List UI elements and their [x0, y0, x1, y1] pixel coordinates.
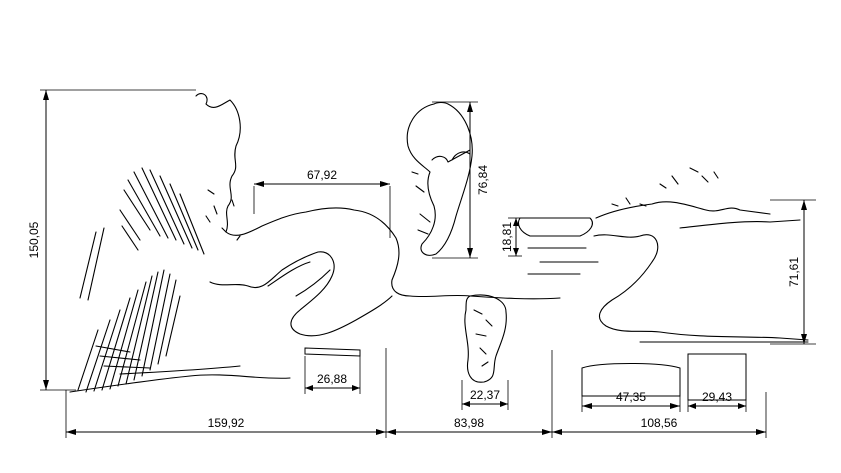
dimension-total-height: 150,05: [27, 90, 49, 390]
bottom-left-label: 159,92: [208, 416, 245, 430]
dimension-upper-width: 67,92: [254, 168, 390, 187]
bottom-middle-label: 83,98: [454, 416, 484, 430]
ground-outline: [69, 365, 291, 393]
dimension-bottom-right: 108,56: [552, 416, 766, 435]
block-c-label: 47,35: [616, 390, 646, 404]
dimension-right-height: 71,61: [787, 200, 807, 344]
block-a-label: 26,88: [317, 372, 347, 386]
extension-lines: [40, 89, 816, 438]
lap-outline: [209, 251, 393, 337]
pedestal-details: [473, 309, 493, 367]
dimension-block-c: 47,35: [582, 390, 680, 409]
pedestal-outline: [464, 294, 507, 383]
scribble: [205, 189, 241, 241]
right-edge-outline: [679, 219, 801, 229]
dimension-head-height: 76,84: [467, 102, 490, 258]
bottom-right-label: 108,56: [641, 416, 678, 430]
right-body-bars: [527, 247, 599, 275]
head-glasses: [431, 149, 471, 163]
right-body-outline: [517, 217, 593, 237]
hatch-strokes: [77, 167, 205, 393]
upper-width-label: 67,92: [307, 168, 337, 182]
dimension-bottom-middle: 83,98: [386, 416, 552, 435]
dimension-block-d: 29,43: [688, 390, 746, 409]
box-height-label: 18,81: [500, 222, 514, 252]
head-details: [411, 171, 431, 235]
block-b-label: 22,37: [470, 388, 500, 402]
dimension-box-height: 18,81: [500, 218, 519, 256]
right-scribbles: [611, 167, 719, 207]
dimension-bottom-left: 159,92: [66, 416, 386, 435]
block-d-label: 29,43: [702, 390, 732, 404]
head-outline: [406, 101, 473, 256]
right-platform-outline: [593, 234, 809, 341]
leg-outline: [267, 261, 331, 297]
block-c-shape: [581, 363, 681, 397]
left-shoulder-outline: [195, 93, 561, 300]
right-height-label: 71,61: [787, 257, 801, 287]
dimension-block-a: 26,88: [305, 372, 360, 391]
total-height-label: 150,05: [27, 221, 41, 258]
head-height-label: 76,84: [476, 165, 490, 195]
right-top-outline: [595, 201, 771, 219]
dimension-block-b: 22,37: [462, 388, 508, 407]
figure-sketch: [69, 93, 809, 401]
block-a-shape: [304, 347, 361, 357]
